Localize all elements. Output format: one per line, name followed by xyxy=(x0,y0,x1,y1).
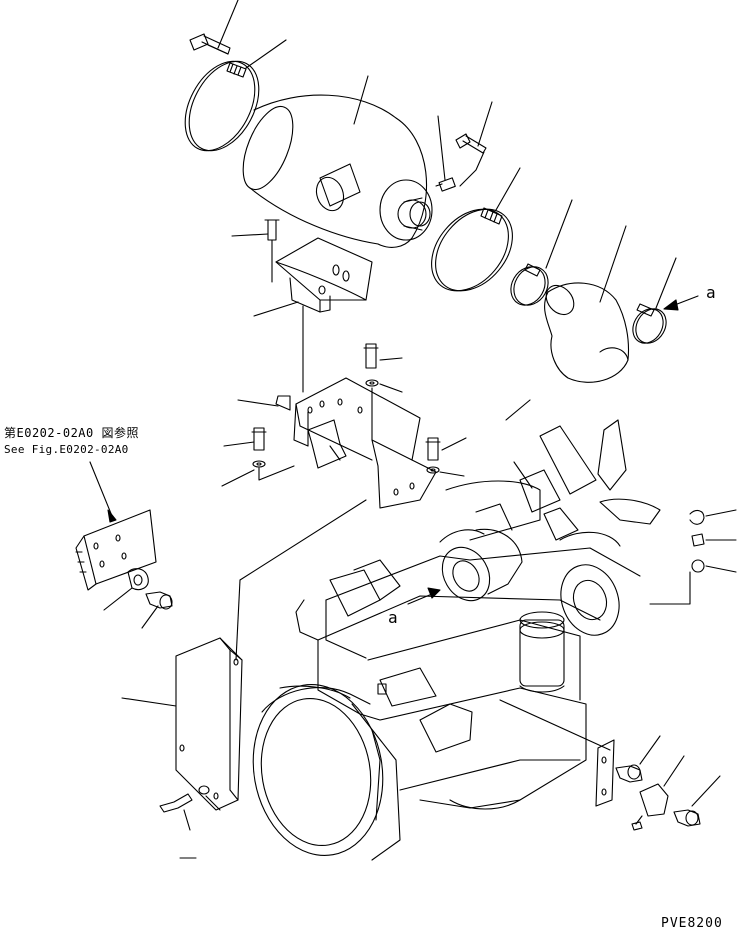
leader-small-bolt xyxy=(438,116,445,180)
leader-washer-mount-right xyxy=(440,472,464,476)
leader-washer-mount-left xyxy=(222,470,254,486)
leader-mount-bracket xyxy=(238,400,278,406)
leader-bolt-mount-left xyxy=(224,442,254,446)
mount-bracket xyxy=(276,378,436,508)
leader-clamp-middle xyxy=(496,168,520,210)
band-clamp-middle xyxy=(416,194,528,306)
washer-mount-right xyxy=(427,467,439,473)
top-bolt xyxy=(190,34,230,54)
leader-air-cleaner xyxy=(354,76,368,124)
bolt-bracket-upper xyxy=(265,220,279,240)
hose-clamp-right xyxy=(627,303,672,348)
air-cleaner xyxy=(233,95,432,247)
callout-a-lower: a xyxy=(388,608,398,627)
arrow-a-lower xyxy=(408,588,440,604)
sensor-parts xyxy=(690,511,704,572)
arrow-reference xyxy=(108,510,116,522)
bolt-plate-right xyxy=(616,765,642,782)
washer-mount-upper xyxy=(366,380,378,386)
leader-bolt-plate-right xyxy=(640,736,660,764)
leader-sensor-bracket xyxy=(664,756,684,786)
small-bolt xyxy=(436,178,455,191)
leader-hose-clamp-left xyxy=(546,200,572,268)
arrow-a-upper xyxy=(664,296,698,310)
leader-sensor-c xyxy=(706,566,736,572)
bracket-to-cover-line-2 xyxy=(236,580,240,660)
leader-right-bolt xyxy=(478,102,492,146)
leader-bolt-bracket-right xyxy=(692,776,720,806)
bolt-mount-right xyxy=(426,438,440,460)
leader-sensor-a xyxy=(706,510,736,516)
engine xyxy=(240,400,660,866)
leader-hose-clamp-right xyxy=(656,258,676,308)
leader-relay-bolt xyxy=(142,606,158,628)
leader-reference xyxy=(90,462,112,516)
leader-bolt-mount-right xyxy=(442,438,466,450)
relay-plate xyxy=(76,510,156,590)
leader-bolt-bracket-upper xyxy=(232,234,268,236)
reference-japanese: 第E0202-02A0 図参照 xyxy=(4,426,139,440)
drawing-code: PVE8200 xyxy=(661,916,723,931)
bracket-to-cover-line xyxy=(240,500,366,580)
reference-english: See Fig.E0202-02A0 xyxy=(4,443,129,456)
band-clamp-upper xyxy=(171,50,273,163)
leader-top-bolt xyxy=(218,0,238,48)
bolt-mount-upper xyxy=(364,344,378,368)
sensor-bracket xyxy=(632,784,668,830)
bolt-bracket-right xyxy=(674,810,700,826)
leader-washer-cover xyxy=(206,796,220,810)
leader-clamp-upper xyxy=(246,40,286,68)
leader-bolt-cover xyxy=(184,810,190,830)
leader-washer-mount-upper xyxy=(380,384,402,392)
bolt-mount-left xyxy=(252,428,266,450)
elbow-hose xyxy=(541,280,629,382)
side-cover xyxy=(176,638,242,810)
leader-elbow-hose xyxy=(600,226,626,302)
bolt-cover xyxy=(160,786,209,812)
leader-bolt-mount-upper xyxy=(380,358,402,360)
leader-relay-clamp xyxy=(104,588,132,610)
washer-mount-left xyxy=(253,461,265,467)
relay-bolt xyxy=(146,592,172,609)
air-cleaner-bracket xyxy=(276,238,372,312)
leader-side-cover xyxy=(122,698,176,706)
right-bolt xyxy=(456,134,486,153)
sensor-axis-line xyxy=(650,572,690,604)
leader-bolt-link xyxy=(460,152,484,186)
leader-bracket-upper xyxy=(254,302,298,316)
relay-clamp xyxy=(128,569,148,590)
hose-clamp-left xyxy=(504,261,555,312)
mount-left-axis xyxy=(259,466,294,480)
callout-a-upper: a xyxy=(706,283,716,302)
